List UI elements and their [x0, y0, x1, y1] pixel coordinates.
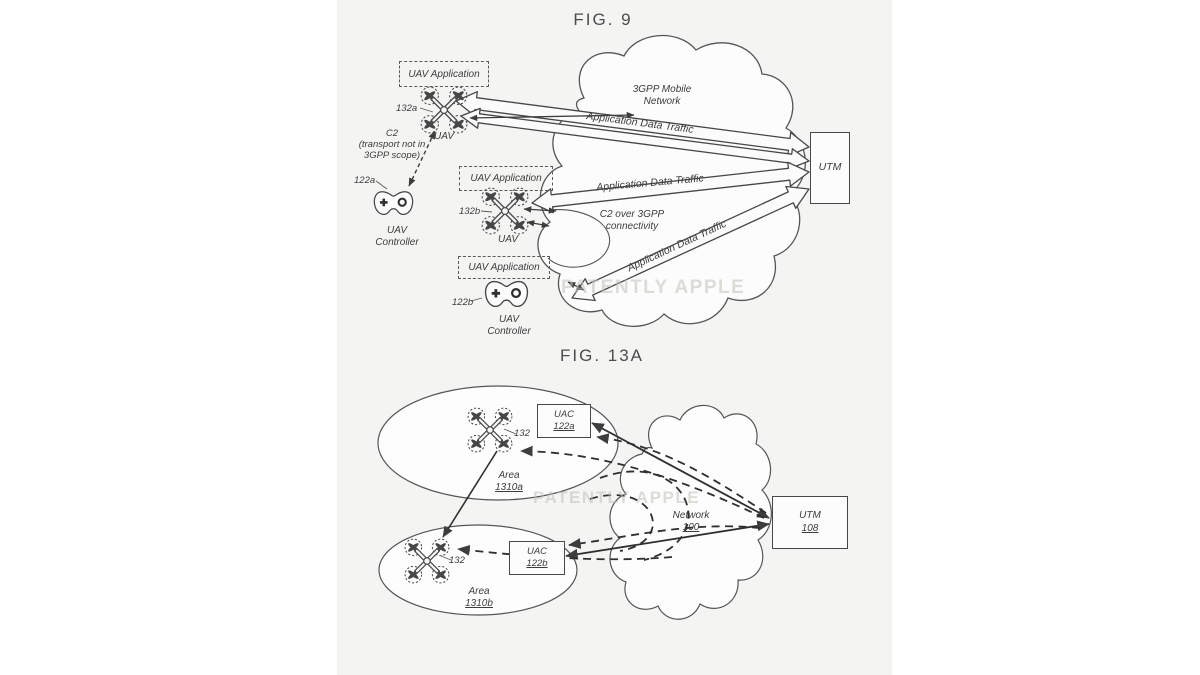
uav-application-box-3: UAV Application [458, 256, 550, 279]
uav-application-label-1: UAV Application [408, 68, 480, 80]
uav-application-label-2: UAV Application [470, 173, 542, 184]
cloud-inner-lobe [547, 209, 611, 268]
thin-link-drone-b1 [523, 206, 557, 214]
c2-transport-dashed-link [408, 130, 436, 187]
utm-108-box: UTM 108 [772, 496, 848, 549]
network-word: Network [672, 510, 710, 521]
c2-over-3gpp-label: C2 over 3GPP connectivity [592, 209, 672, 232]
uac-b-ref: 122b [526, 558, 548, 569]
leader-132-b [440, 555, 452, 561]
network-ref: 100 [682, 521, 700, 533]
c2-note-line3: 3GPP scope) [363, 150, 421, 162]
c2-note: C2 (transport not in 3GPP scope) [348, 128, 436, 161]
ref-122a: 122a [354, 175, 376, 186]
utm-label-fig9: UTM [818, 161, 842, 174]
uav-application-box-2: UAV Application [459, 166, 553, 191]
network-cloud-line1: 3GPP Mobile [632, 84, 692, 95]
c2-over-line1: C2 over 3GPP [599, 209, 665, 220]
ref-132a: 132a [396, 103, 418, 114]
fig9-title: FIG. 9 [573, 10, 633, 29]
uav-application-label-3: UAV Application [468, 262, 540, 273]
link-uac122a-utm [591, 422, 770, 519]
uac-b-label: UAC [526, 546, 548, 558]
leader-122a [375, 180, 388, 190]
fig9-group [373, 35, 810, 327]
area-1310a-label: Area 1310a [479, 470, 539, 493]
area-b-word: Area [468, 586, 490, 597]
watermark-fig13a: PATENTLY APPLE [533, 488, 701, 507]
uac-122b-box: UAC 122b [509, 541, 565, 575]
link-drone-handover [442, 450, 498, 538]
dashed-to-drone-a [520, 445, 765, 519]
uav-controller-122a-icon [373, 190, 414, 216]
area-b-ref: 1310b [465, 597, 493, 609]
thin-link-controller-b [567, 281, 585, 291]
area-a-word: Area [498, 470, 520, 481]
uac-122a-box: UAC 122a [537, 404, 591, 438]
ref-132b: 132b [459, 206, 481, 217]
utm-13a-ref: 108 [801, 522, 819, 534]
uav-controller-label-2: UAV Controller [479, 314, 539, 337]
uav-label-1: UAV [433, 131, 454, 142]
leader-132a [419, 107, 434, 113]
utm-13a-label: UTM [799, 510, 821, 521]
area-a-ref: 1310a [495, 481, 523, 493]
network-cloud-line2: Network [643, 95, 681, 107]
dashed-to-uac122b [568, 525, 761, 549]
c2-over-line2: connectivity [605, 220, 659, 232]
uav-controller-label-1: UAV Controller [367, 225, 427, 248]
link-uac122b-utm [565, 520, 770, 560]
leader-132-a [503, 428, 517, 435]
uav-controller-1-line2: Controller [375, 236, 419, 248]
dashed-to-uac122a [596, 433, 767, 514]
uac-a-label: UAC [553, 409, 575, 421]
dashed-cloud-loop-1 [599, 470, 690, 561]
c2-note-line2: (transport not in [358, 139, 426, 151]
ref-132-area-b: 132 [449, 555, 465, 566]
c2-note-line1: C2 [385, 128, 399, 139]
leader-132b [480, 210, 493, 213]
leader-122b [470, 297, 483, 302]
uav-controller-1-line1: UAV [386, 225, 407, 236]
network-100-label: Network 100 [656, 510, 726, 533]
ref-132-area-a: 132 [514, 428, 530, 439]
ref-122b: 122b [452, 297, 474, 308]
uav-application-box-1: UAV Application [399, 61, 489, 87]
drone-132b-icon [482, 188, 528, 234]
thin-link-drone-a [469, 111, 635, 122]
uav-controller-2-line2: Controller [487, 325, 531, 337]
network-cloud-label: 3GPP Mobile Network [622, 84, 702, 107]
area-1310b-label: Area 1310b [449, 586, 509, 609]
utm-box-fig9: UTM [810, 132, 850, 204]
uac-a-ref: 122a [553, 421, 575, 432]
uav-controller-122b-icon [484, 280, 529, 308]
dashed-cloud-loop-2 [589, 494, 654, 552]
uav-controller-2-line1: UAV [498, 314, 519, 325]
app-data-traffic-arrow-3 [571, 185, 810, 302]
uav-label-2: UAV [497, 234, 518, 245]
fig13a-title: FIG. 13A [559, 346, 645, 365]
watermark-fig9: PATENTLY APPLE [561, 277, 746, 298]
thin-link-drone-b2 [526, 220, 550, 228]
